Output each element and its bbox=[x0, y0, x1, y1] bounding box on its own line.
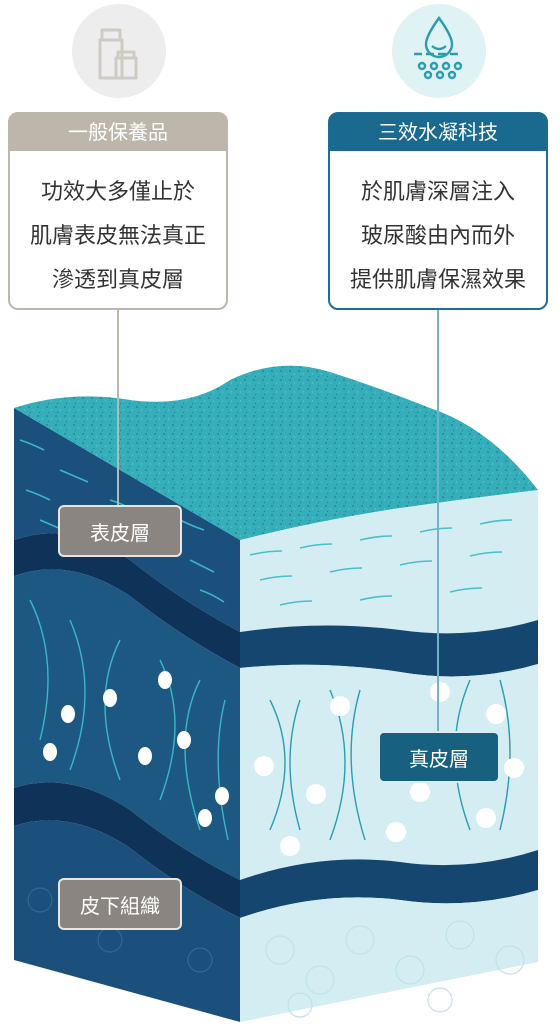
description-line: 滲透到真皮層 bbox=[51, 268, 184, 293]
subcutis-cells bbox=[265, 920, 525, 1018]
description-line: 肌膚表皮無法真正 bbox=[29, 224, 206, 249]
skin-surface bbox=[14, 365, 538, 540]
connector-line-right bbox=[437, 310, 439, 732]
subcutis-label: 皮下組織 bbox=[58, 878, 182, 930]
description-line: 玻尿酸由內而外 bbox=[360, 224, 515, 249]
regular-skincare-description: 功效大多僅止於 肌膚表皮無法真正 滲透到真皮層 bbox=[10, 151, 226, 303]
water-drop-molecules-icon bbox=[392, 4, 486, 98]
skincare-bottle-jar-icon bbox=[72, 4, 166, 98]
hydrogel-tech-title: 三效水凝科技 bbox=[329, 113, 547, 151]
description-line: 提供肌膚保濕效果 bbox=[349, 268, 526, 293]
dermis-dots-right bbox=[254, 682, 524, 856]
dermis-fibers-right bbox=[269, 679, 511, 841]
epidermis-lines-right bbox=[249, 519, 513, 606]
regular-skincare-title: 一般保養品 bbox=[9, 113, 227, 151]
description-line: 功效大多僅止於 bbox=[40, 180, 195, 205]
dermis-label: 真皮層 bbox=[378, 731, 500, 783]
regular-skincare-card: 一般保養品 功效大多僅止於 肌膚表皮無法真正 滲透到真皮層 bbox=[8, 112, 228, 310]
hydrogel-tech-card: 三效水凝科技 於肌膚深層注入 玻尿酸由內而外 提供肌膚保濕效果 bbox=[328, 112, 548, 310]
dermis-dots-left bbox=[43, 671, 229, 827]
epidermis-label: 表皮層 bbox=[58, 505, 182, 557]
connector-line-left bbox=[117, 310, 119, 518]
description-line: 於肌膚深層注入 bbox=[360, 180, 515, 205]
hydrogel-tech-description: 於肌膚深層注入 玻尿酸由內而外 提供肌膚保濕效果 bbox=[330, 151, 546, 303]
